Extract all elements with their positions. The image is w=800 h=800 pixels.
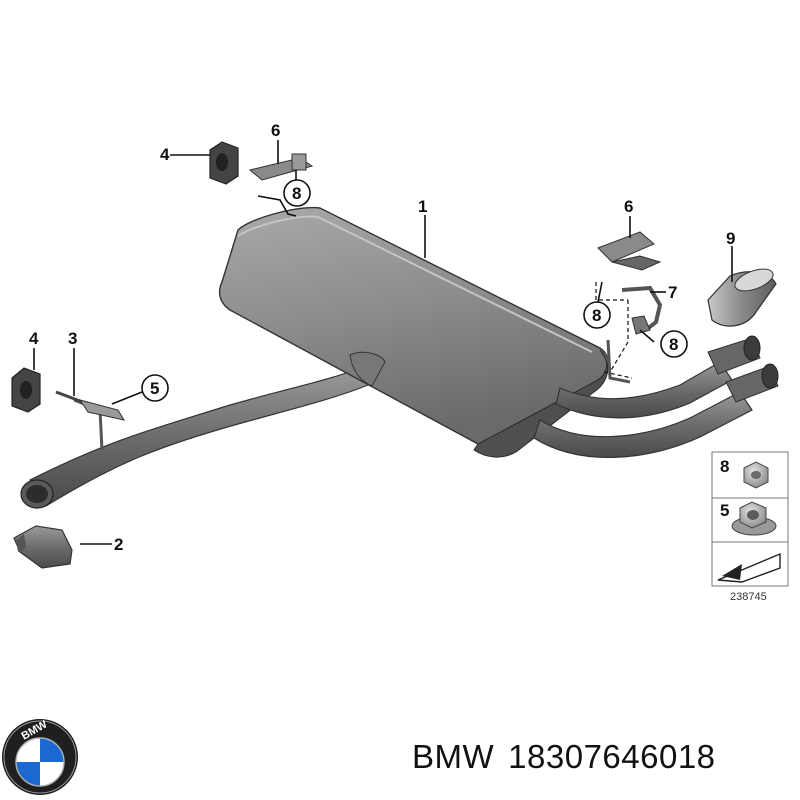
callout-8-mid: 8: [592, 306, 601, 325]
rubber-mount-lower: [11, 367, 41, 413]
callout-4-upper: 4: [160, 145, 170, 164]
callout-8-lower: 8: [669, 335, 678, 354]
bracket-upper: [248, 153, 314, 181]
rubber-mount-upper: [209, 141, 239, 185]
callout-3: 3: [68, 329, 77, 348]
hanger-clamp: [621, 285, 663, 335]
callout-1: 1: [418, 197, 427, 216]
bmw-logo-icon: BMW: [2, 718, 78, 795]
brand-name: BMW: [412, 738, 495, 775]
clamp-bolt: [55, 390, 126, 421]
leader-lines: [33, 140, 733, 545]
callout-7: 7: [668, 283, 677, 302]
callout-6-right: 6: [624, 197, 633, 216]
flange-nut-icon: [731, 501, 777, 536]
callout-5: 5: [150, 379, 159, 398]
callout-6-upper: 6: [271, 121, 280, 140]
callout-4-lower: 4: [29, 329, 39, 348]
direction-arrow-icon: [717, 552, 781, 583]
diagram-reference-number: 238745: [730, 591, 767, 603]
callout-2: 2: [114, 535, 123, 554]
hex-nut-icon: [743, 461, 769, 489]
fastener-legend: 8 5: [711, 451, 789, 587]
part-number: 18307646018: [508, 738, 716, 775]
bracket-right: [597, 231, 662, 271]
legend-item-8: 8: [720, 457, 729, 476]
front-pipe: [20, 367, 369, 509]
dashed-guides: [595, 282, 633, 379]
callout-8-upper: 8: [292, 184, 301, 203]
rear-muffler: [218, 206, 609, 458]
pipe-sleeve: [707, 268, 777, 327]
part-label: BMW 18307646018: [412, 738, 716, 776]
callout-numbers: 1 2 3 4 4 5 6 6 7 8 8 8 9: [29, 121, 735, 554]
tail-pipes: [533, 335, 779, 458]
legend-item-5: 5: [720, 501, 729, 520]
callout-9: 9: [726, 229, 735, 248]
pipe-clamp: [13, 525, 73, 569]
